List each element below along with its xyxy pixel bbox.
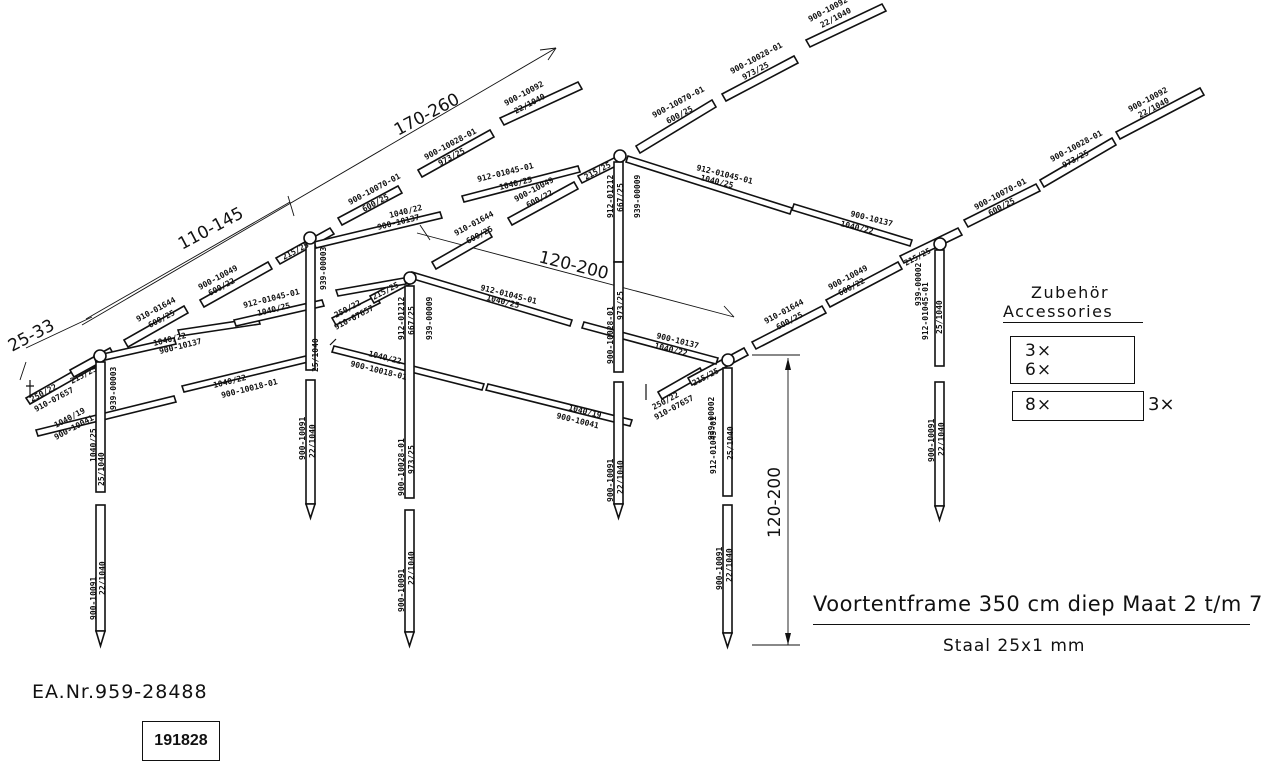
pole	[498, 80, 584, 127]
part-labels: 900-10092 22/1040 900-10028-01 973/25 90…	[29, 0, 1171, 620]
dim-height: 120-200	[765, 467, 785, 538]
part-label: 973/25	[407, 445, 416, 474]
accessory-extra-qty: 3×	[1148, 394, 1175, 415]
pole	[34, 395, 178, 437]
part-label: 22/1040	[616, 460, 625, 494]
accessories-underline	[1003, 322, 1143, 323]
accessories-box: 3× 6×	[1010, 336, 1135, 384]
pole	[750, 304, 828, 351]
pole	[790, 203, 914, 247]
accessories-box-2: 8×	[1012, 391, 1144, 421]
part-label: 667/25	[407, 306, 416, 335]
part-label: 22/1040	[308, 424, 317, 458]
pole	[804, 2, 888, 49]
part-label: 939-00002	[914, 262, 923, 306]
dimension-lines	[19, 47, 800, 646]
part-label: 912-01045-01	[921, 282, 930, 340]
pole	[416, 128, 496, 179]
pole	[232, 299, 326, 327]
part-label: 25/1040	[311, 338, 320, 372]
part-label: 973/25	[616, 291, 625, 320]
accessory-qty-pegs: 6×	[1025, 360, 1053, 380]
part-label: 939-00002	[707, 396, 716, 440]
accessory-qty-bars: 8×	[1025, 395, 1053, 415]
accessories-title-en: Accessories	[1003, 302, 1114, 321]
part-label: 900-10091	[606, 458, 615, 502]
part-label: 900-10091	[298, 416, 307, 460]
pole	[1114, 86, 1206, 141]
dim-depth: 120-200	[537, 247, 611, 284]
part-label: 25/1040	[726, 426, 735, 460]
pole	[460, 165, 582, 203]
part-label: 22/1040	[98, 561, 107, 595]
pole	[824, 260, 904, 309]
dim-first-span: 110-145	[175, 203, 247, 254]
pole	[506, 180, 580, 227]
part-label: 667/25	[616, 183, 625, 212]
dim-eave-span: 25-33	[5, 316, 58, 357]
part-label: 939-00009	[633, 174, 642, 218]
pole	[634, 98, 718, 155]
pole	[484, 383, 634, 427]
part-label: 25/1040	[97, 452, 106, 486]
part-label: 22/1040	[725, 548, 734, 582]
part-label: 900-10091	[715, 546, 724, 590]
pole	[624, 154, 794, 216]
part-label: 912-01212	[397, 296, 406, 340]
drawing-subtitle: Staal 25x1 mm	[943, 636, 1086, 656]
part-label: 900-10028-01	[606, 306, 615, 364]
part-label: 900-10091	[89, 576, 98, 620]
pole	[336, 184, 404, 227]
part-label: 22/1040	[937, 422, 946, 456]
part-label: 25/1040	[935, 300, 944, 334]
part-label: 900-10091	[927, 418, 936, 462]
accessory-qty-rings: 3×	[1025, 341, 1053, 361]
part-label: 1040/25	[89, 428, 98, 462]
drawing-title: Voortentframe 350 cm diep Maat 2 t/m 7	[813, 592, 1263, 616]
pole	[720, 54, 800, 103]
part-label: 900-10028-01	[397, 438, 406, 496]
pole	[1038, 136, 1118, 189]
pole	[430, 228, 494, 271]
pole	[962, 182, 1042, 229]
part-label: 939-00003	[109, 366, 118, 410]
roof-poles	[24, 2, 1206, 437]
pole	[198, 260, 274, 309]
ea-number: EA.Nr.959-28488	[32, 681, 208, 703]
part-label: 912-01212	[606, 174, 615, 218]
pole	[334, 277, 408, 297]
dim-roof-length: 170-260	[391, 89, 463, 140]
part-label: 912-01045-01	[709, 416, 718, 474]
part-label: 900-10091	[397, 568, 406, 612]
part-label: 939-00009	[425, 296, 434, 340]
accessories-title-de: Zubehör	[1031, 283, 1110, 302]
article-number-box: 191828	[142, 721, 220, 761]
part-label: 22/1040	[407, 551, 416, 585]
title-rule	[813, 624, 1250, 625]
pole	[330, 294, 382, 327]
part-label: 939-00003	[319, 246, 328, 290]
legs	[94, 161, 946, 650]
pole	[122, 304, 190, 349]
joints	[26, 149, 947, 400]
